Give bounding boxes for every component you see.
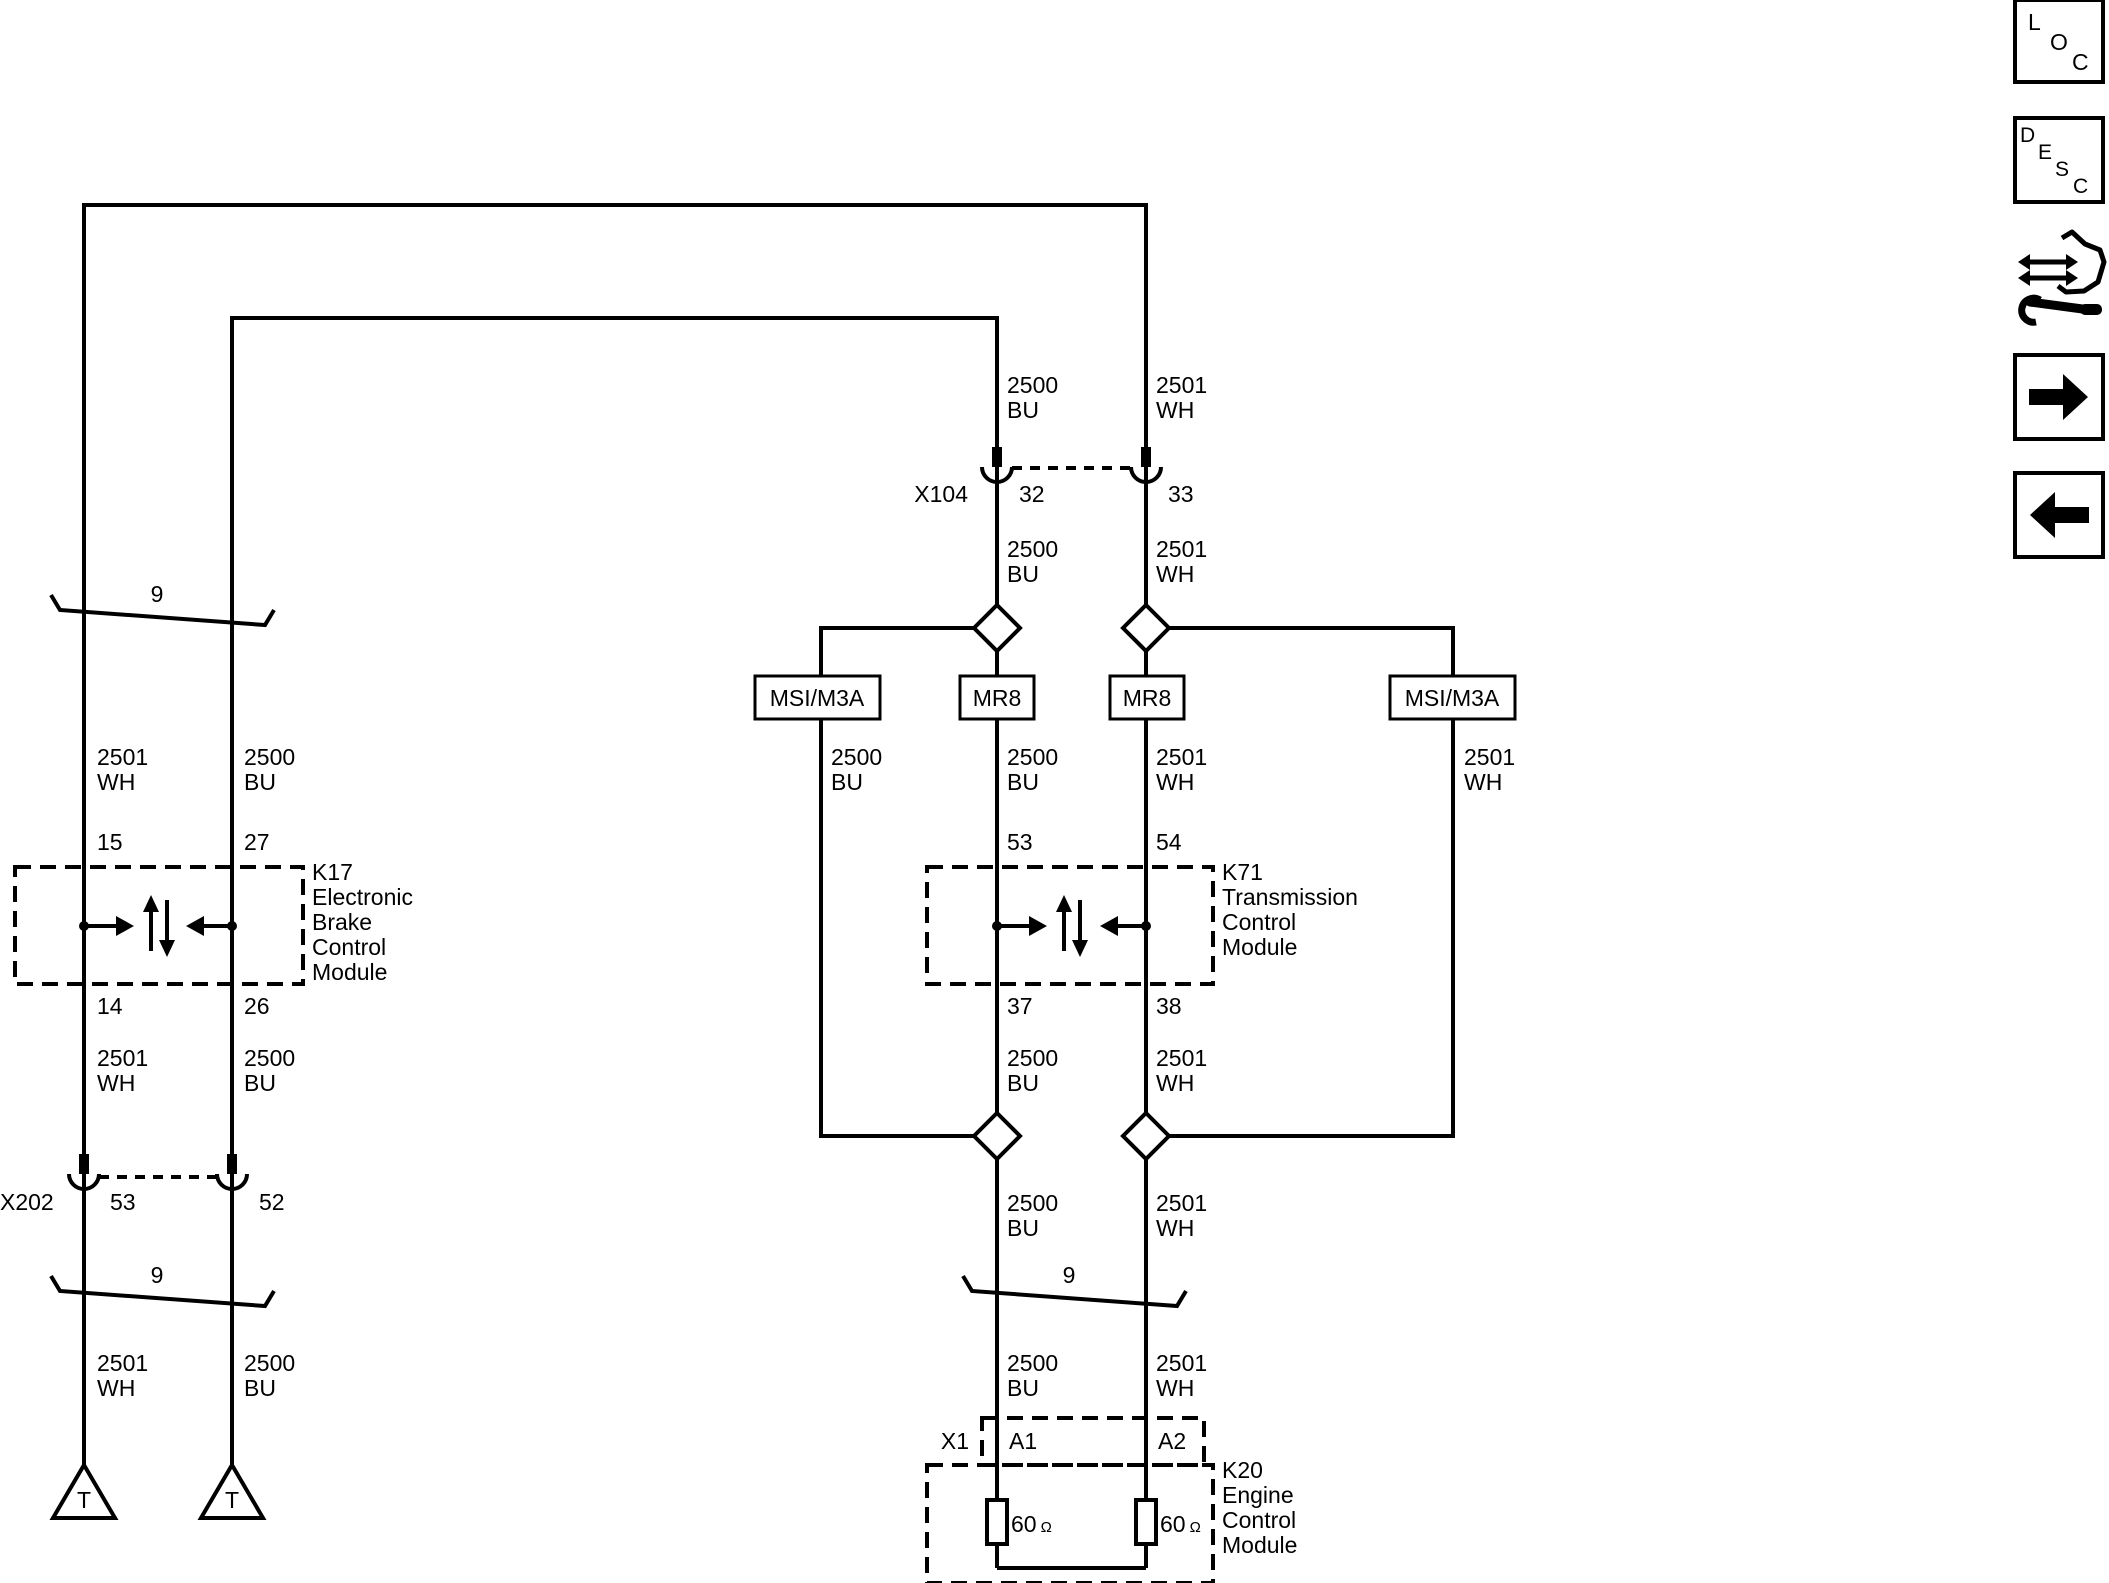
splice-2501-top [1120,602,1172,654]
pin-label: A1 [1009,1428,1037,1454]
pin-label: 26 [244,993,270,1019]
wire-2501-msi-bypass [1163,626,1455,1138]
resistor-a2 [1134,1498,1158,1546]
terminator-wh [49,1461,119,1520]
harness-breaks [49,593,1188,1309]
pin-label: 54 [1156,829,1182,855]
next-arrow-button[interactable] [2013,353,2105,441]
previous-arrow-button[interactable] [2013,471,2105,559]
module-boxes [13,865,1215,1583]
desc-button[interactable]: D E S C [2013,116,2105,204]
connector-x202 [67,1154,249,1191]
wire-2500-top-loop [230,316,999,1465]
splice-2501-bottom [1120,1110,1172,1162]
k17-module-box [13,865,305,986]
k71-module-label: K71 Transmission Control Module [1222,859,1364,960]
k71-module-box [925,865,1215,986]
desc-letter: E [2038,141,2052,164]
pin-label: 53 [110,1189,136,1215]
k17-module-label: K17 Electronic Brake Control Module [312,859,419,985]
k71-transceiver-symbol [992,895,1151,957]
connector-repair-icon[interactable] [2018,229,2107,326]
option-label-msi-left: MSI/M3A [770,685,865,711]
option-box-mr8-left [958,674,1036,721]
loc-letter: L [2028,9,2041,35]
pin-label: 32 [1019,481,1045,507]
loc-button[interactable]: L O C [2013,0,2105,84]
left-arrow-icon [2030,492,2089,538]
wires [82,203,1455,1570]
terminator-wh-label: T [77,1487,91,1513]
x1-label: X1 [941,1428,969,1454]
pin-label: 52 [259,1189,285,1215]
option-box-msi-left [753,674,882,721]
option-label-mr8-left: MR8 [973,685,1022,711]
pin-label: 27 [244,829,270,855]
terminators [49,1461,267,1520]
pin-label: A2 [1158,1428,1186,1454]
option-box-msi-right [1388,674,1517,721]
option-label-msi-right: MSI/M3A [1405,685,1500,711]
pin-label: 33 [1168,481,1194,507]
x202-label: X202 [0,1189,54,1215]
x104-label: X104 [914,481,968,507]
k17-transceiver-symbol [79,895,237,957]
pin-label: 53 [1007,829,1033,855]
k20-module-label: K20 Engine Control Module [1222,1457,1303,1558]
module-labels: K17 Electronic Brake Control Module K71 … [312,859,1364,1558]
terminator-bu [197,1461,267,1520]
wire-2501-top-loop [82,203,1148,1465]
splice-2500-bottom [971,1110,1023,1162]
pin-labels: X104 32 33 9 15 27 53 54 14 26 37 38 X20… [0,481,1194,1454]
pin-label: 15 [97,829,123,855]
option-label-mr8-right: MR8 [1123,685,1172,711]
harness-label: 9 [151,1262,164,1288]
option-boxes [753,674,1517,721]
connector-x104 [980,447,1163,484]
resistor-a1 [985,1498,1009,1546]
loc-letter: O [2050,29,2068,55]
desc-letter: D [2020,124,2035,147]
harness-label: 9 [1063,1262,1076,1288]
desc-letter: S [2055,158,2069,181]
splices [971,602,1172,1162]
option-box-mr8-right [1108,674,1186,721]
terminator-bu-label: T [225,1487,239,1513]
right-arrow-icon [2029,374,2088,420]
loc-letter: C [2072,49,2089,75]
harness-label: 9 [151,581,164,607]
k20-resistors [985,1498,1158,1546]
wire-2500-msi-bypass [819,626,980,1138]
splice-2500-top [971,602,1023,654]
desc-letter: C [2073,175,2088,198]
pin-label: 38 [1156,993,1182,1019]
pin-label: 14 [97,993,123,1019]
pin-label: 37 [1007,993,1033,1019]
